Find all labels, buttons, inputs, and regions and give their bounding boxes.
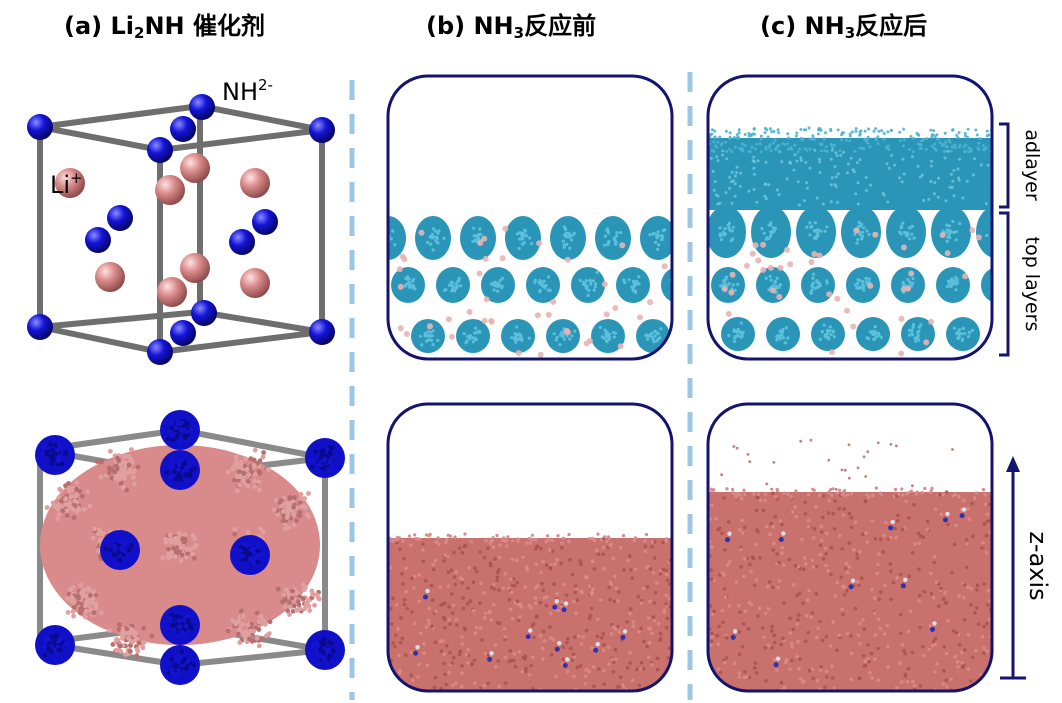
- panel-c-top-snapshot: [706, 74, 994, 361]
- li2nh-unit-cell: [27, 94, 335, 365]
- z-axis-label: z-axis: [1024, 531, 1052, 600]
- panel-c-title: (c) NH3反应后: [760, 12, 928, 42]
- panel-c-bottom-snapshot: [706, 402, 994, 693]
- thermal-cloud-cell: [35, 410, 345, 685]
- panel-a-title: (a) Li2NH 催化剂: [64, 12, 265, 42]
- top-layers-bracket: [999, 211, 1010, 357]
- panel-b-title: (b) NH3反应前: [426, 12, 597, 42]
- panel-b-top-snapshot: [386, 74, 674, 361]
- panel-b-bottom-snapshot: [386, 402, 674, 693]
- adlayer-label: adlayer: [1021, 129, 1043, 201]
- li-label: Li+: [50, 169, 83, 199]
- cell-frame-rods: [37, 103, 325, 355]
- nitrogen-thermal-clusters: [35, 410, 345, 685]
- nh-label: NH2-: [222, 76, 273, 106]
- lithium-ions: [55, 153, 270, 307]
- adlayer-bracket: [999, 122, 1010, 209]
- nitrogen-ions: [27, 94, 335, 365]
- z-axis-arrow: [1000, 456, 1026, 680]
- top-layers-label: top layers: [1021, 237, 1043, 332]
